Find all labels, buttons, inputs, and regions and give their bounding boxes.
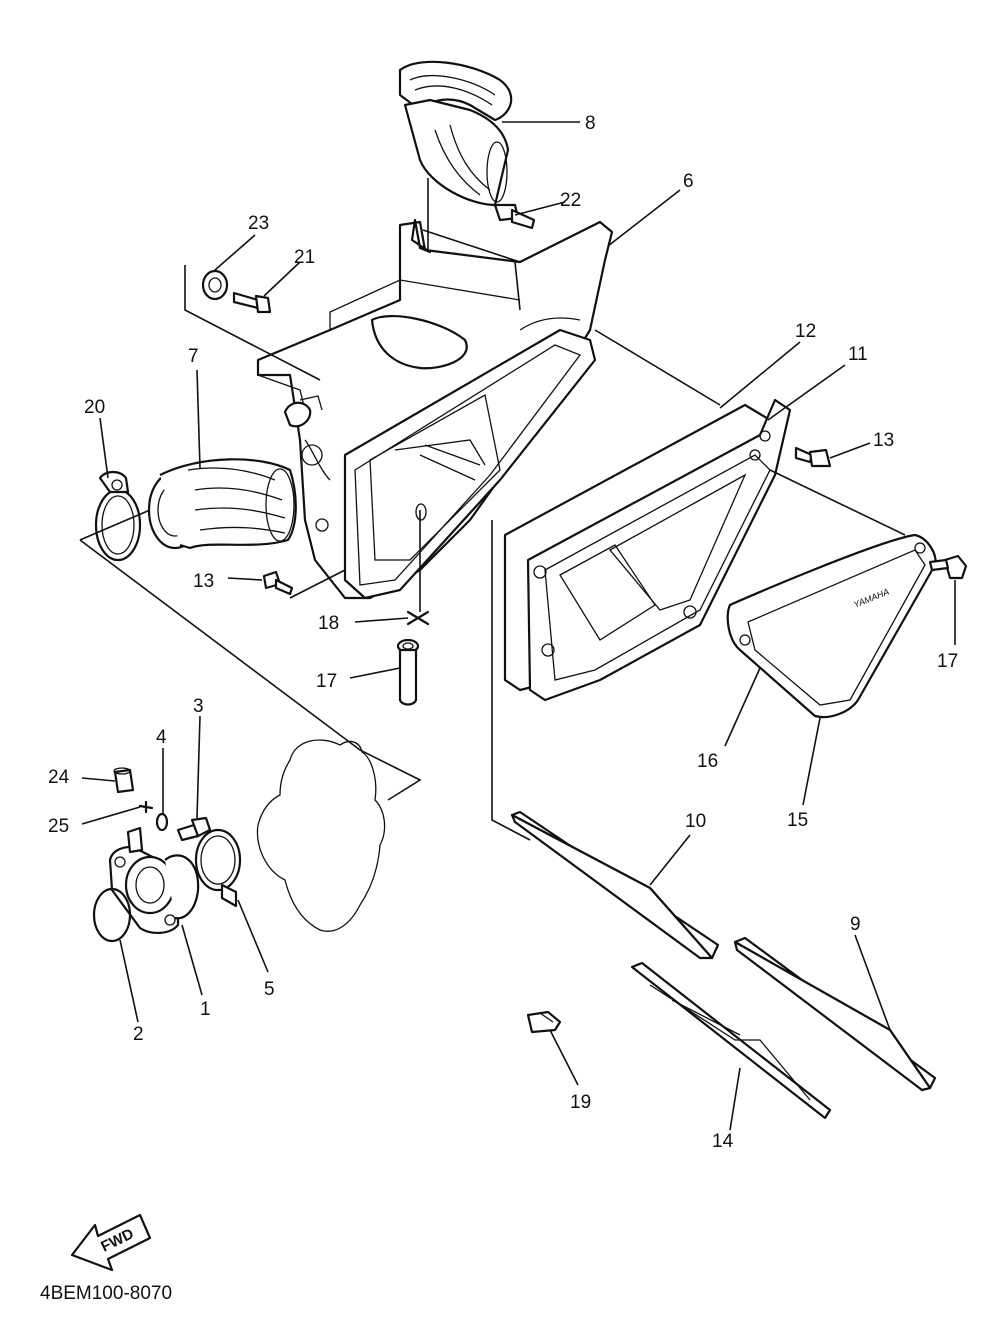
part-11-filter-guide (526, 398, 792, 702)
part-4-washer (155, 812, 169, 832)
part-25-cap (113, 767, 135, 794)
part-23-bolt (493, 203, 536, 230)
part-5-clamp (194, 828, 242, 908)
callout-4: 4 (156, 727, 167, 748)
part-18-drain-tube (396, 638, 420, 706)
callout-26: 25 (48, 816, 69, 837)
callout-25: 24 (48, 767, 70, 788)
diagram-code: 4BEM100-8070 (40, 1283, 172, 1304)
callout-23: 22 (560, 190, 581, 211)
alignment-lines (79, 229, 906, 841)
callout-9: 9 (850, 914, 861, 935)
callout-24: 23 (248, 213, 269, 234)
part-13-screw-right (794, 446, 832, 468)
callout-11: 11 (848, 344, 868, 365)
part-20-foam-block (526, 1010, 562, 1034)
callout-22: 21 (294, 247, 315, 268)
part-21-hose-clamp (94, 470, 142, 562)
part-19-clip (406, 610, 430, 626)
part-24-washer-collar (201, 269, 229, 301)
part-7-intake-boot (147, 458, 297, 550)
callout-14: 14 (712, 1131, 734, 1152)
callout-12: 12 (795, 321, 816, 342)
callout-8: 8 (585, 113, 596, 134)
callout-16: 16 (697, 751, 718, 772)
part-8-intake-duct (398, 60, 513, 330)
callout-15: 15 (787, 810, 808, 831)
part-15-side-cover: YAMAHA (726, 533, 937, 719)
callout-18: 17 (316, 671, 337, 692)
part-3-screw (176, 816, 212, 842)
part-10-filter-pad (510, 810, 720, 960)
callout-leaders (81, 121, 956, 1131)
callout-13-right: 13 (873, 430, 894, 451)
part-1-carburetor-joint (108, 826, 200, 934)
callout-13-left: 13 (193, 571, 214, 592)
callout-19: 18 (318, 613, 339, 634)
callout-5: 5 (264, 979, 275, 1000)
callout-2: 2 (133, 1024, 144, 1045)
callout-17: 17 (937, 651, 958, 672)
callout-21: 20 (84, 397, 105, 418)
callout-20: 19 (570, 1092, 591, 1113)
part-9-filter-pad (733, 936, 937, 1092)
callout-labels: 8 6 22 23 21 7 20 13 18 17 12 11 13 17 1… (48, 113, 958, 1152)
part-13-screw-left (262, 570, 294, 596)
part-26-clip (138, 800, 154, 814)
callout-7: 7 (188, 346, 199, 367)
callout-3: 3 (193, 696, 204, 717)
part-22-bolt (232, 291, 272, 314)
callout-6: 6 (683, 171, 694, 192)
part-2-o-ring (92, 887, 132, 943)
callout-1: 1 (200, 999, 211, 1020)
callout-10: 10 (685, 811, 706, 832)
fwd-arrow: FWD (70, 1213, 152, 1272)
part-17-screw (928, 554, 968, 580)
carburetor-phantom-outline (256, 739, 386, 932)
part-14-plate (630, 961, 832, 1120)
